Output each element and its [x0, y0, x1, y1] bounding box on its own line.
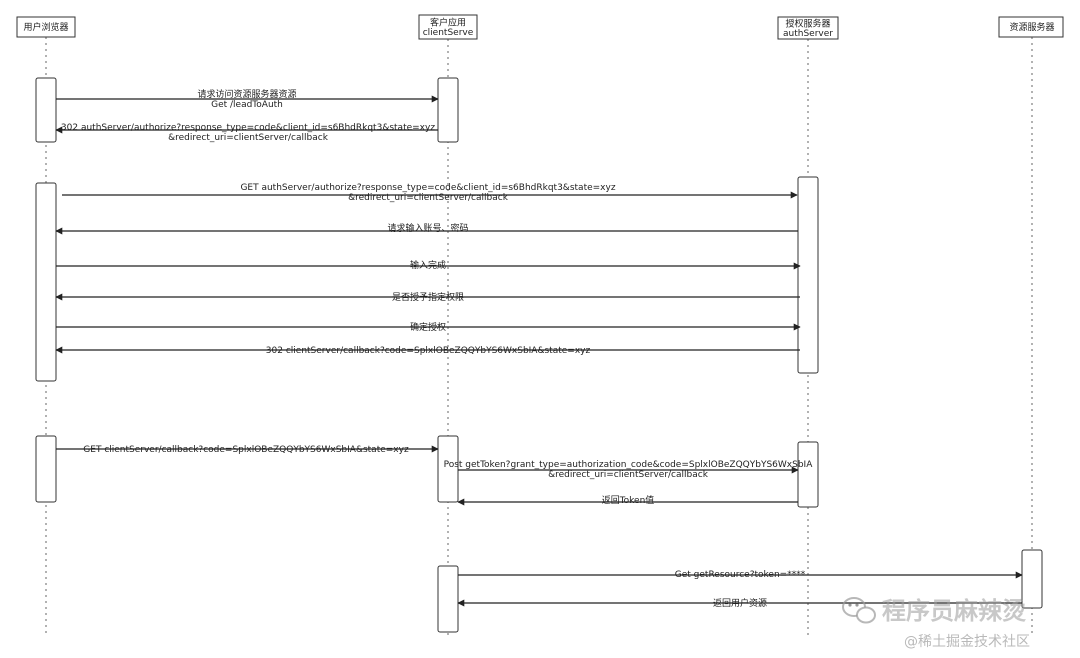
- activation-bar-browser: [35, 435, 57, 503]
- message-label: 302 clientServer/callback?code=SplxlOBeZ…: [266, 346, 591, 356]
- message-m2: 302 authServer/authorize?response_type=c…: [55, 123, 438, 143]
- message-label: &redirect_uri=clientServer/callback: [348, 193, 509, 203]
- message-m4: 请求输入账号、密码: [55, 222, 798, 235]
- message-label: 302 authServer/authorize?response_type=c…: [61, 123, 435, 133]
- message-m5: 输入完成: [56, 259, 801, 271]
- participant-label: clientServe: [423, 28, 474, 38]
- participant-label: 客户应用: [430, 16, 466, 28]
- message-label: 请求输入账号、密码: [387, 222, 468, 234]
- message-m8: 302 clientServer/callback?code=SplxlOBeZ…: [55, 346, 800, 356]
- participant-browser: 用户浏览器: [16, 16, 76, 38]
- activation-bar-client: [437, 435, 459, 503]
- message-label: Get /leadToAuth: [211, 100, 283, 110]
- message-label: 返回用户资源: [713, 597, 767, 609]
- message-label: 返回Token值: [602, 494, 655, 506]
- message-label: 请求访问资源服务器资源: [197, 88, 296, 100]
- participant-box: [998, 16, 1064, 38]
- watermark-site: @稀土掘金技术社区: [904, 634, 1030, 650]
- activation-bar-auth: [797, 441, 819, 508]
- message-label: 确定授权: [410, 321, 446, 333]
- message-label: Post getToken?grant_type=authorization_c…: [444, 460, 814, 470]
- participant-label: 授权服务器: [785, 17, 830, 29]
- activation-bar-client: [437, 77, 459, 143]
- activation-bars: [35, 77, 1043, 633]
- activation-bar-resource: [1021, 549, 1043, 609]
- participant-label: 用户浏览器: [23, 21, 68, 33]
- message-label: GET authServer/authorize?response_type=c…: [240, 183, 615, 193]
- message-m10: Post getToken?grant_type=authorization_c…: [444, 460, 814, 480]
- message-m6: 是否授予指定权限: [55, 291, 800, 303]
- message-label: 输入完成: [410, 259, 446, 271]
- message-m12: Get getResource?token=****: [458, 570, 1023, 580]
- activation-bar-auth: [797, 176, 819, 374]
- message-m3: GET authServer/authorize?response_type=c…: [62, 183, 798, 203]
- lifelines: [45, 37, 1033, 636]
- participant-box: [418, 14, 478, 40]
- wechat-logo-icon: [842, 597, 876, 624]
- message-label: GET clientServer/callback?code=SplxlOBeZ…: [83, 445, 409, 455]
- message-m9: GET clientServer/callback?code=SplxlOBeZ…: [56, 445, 439, 455]
- message-label: Get getResource?token=****: [675, 570, 806, 580]
- participant-resource: 资源服务器: [998, 16, 1064, 38]
- participant-box: [777, 16, 839, 40]
- participant-box: [16, 16, 76, 38]
- message-m11: 返回Token值: [457, 494, 798, 506]
- message-m13: 返回用户资源: [457, 597, 1022, 609]
- participant-label: authServer: [783, 29, 833, 39]
- message-label: 是否授予指定权限: [392, 291, 464, 303]
- activation-bar-client: [437, 565, 459, 633]
- watermark-channel: 程序员麻辣烫: [882, 597, 1026, 625]
- participant-label: 资源服务器: [1009, 21, 1054, 33]
- watermark: 程序员麻辣烫 @稀土掘金技术社区: [842, 597, 1030, 650]
- activation-bar-browser: [35, 182, 57, 382]
- activation-bar-browser: [35, 77, 57, 143]
- message-label: &redirect_uri=clientServer/callback: [168, 133, 329, 143]
- message-label: &redirect_uri=clientServer/callback: [548, 470, 709, 480]
- message-m7: 确定授权: [56, 321, 801, 333]
